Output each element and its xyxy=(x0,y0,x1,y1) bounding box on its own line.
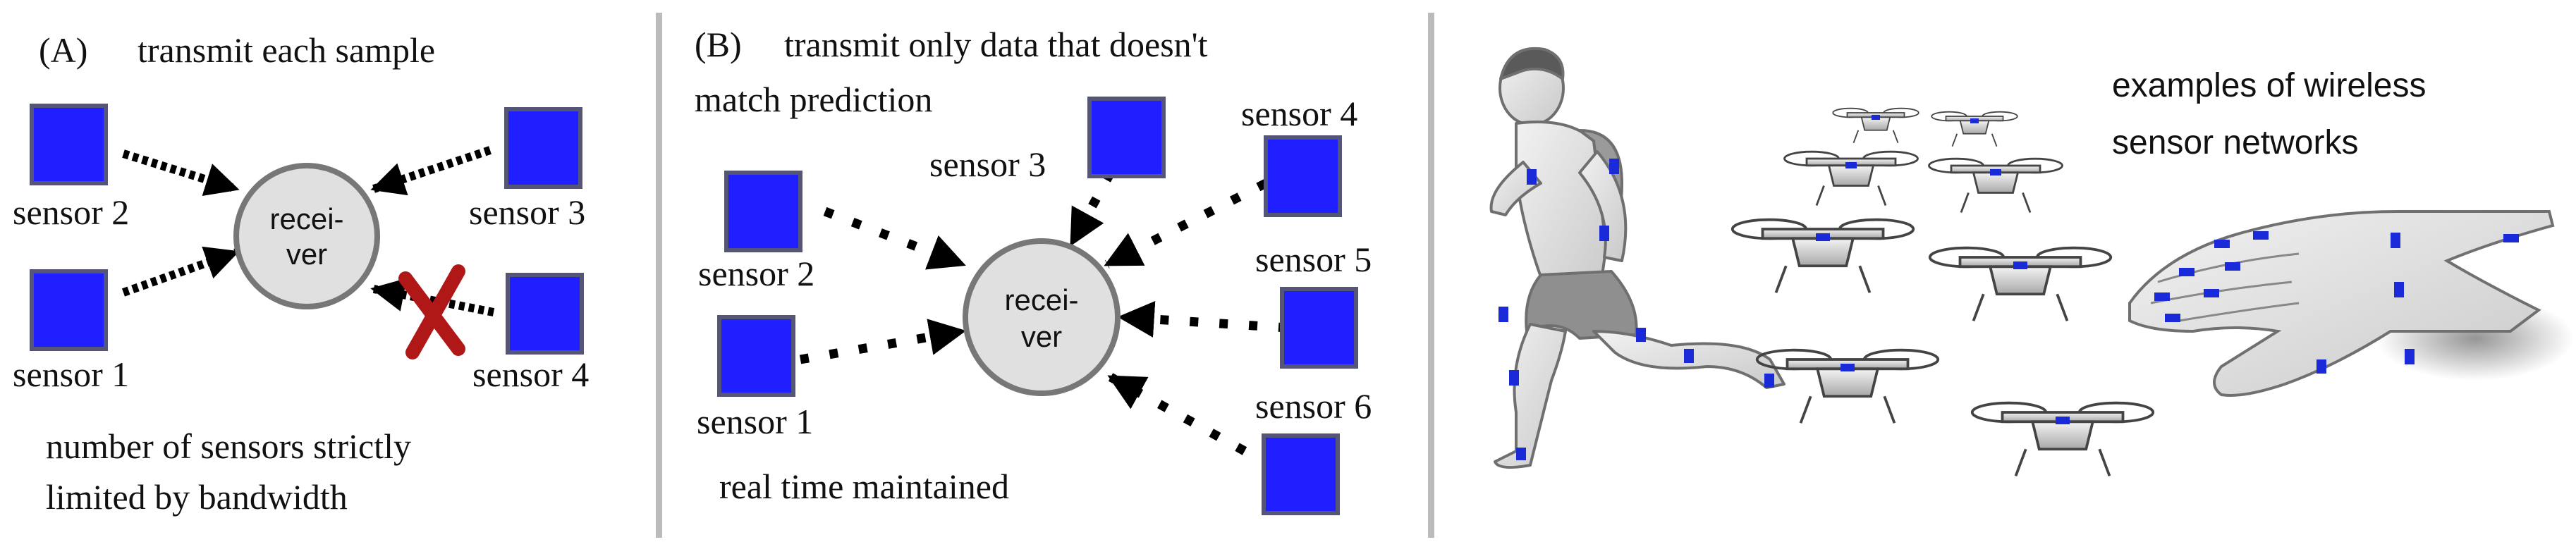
panel-c-caption-line1: examples of wireless xyxy=(2112,67,2427,104)
sensor-tag xyxy=(1816,233,1830,241)
blocked-x-icon xyxy=(398,264,465,359)
sensor-4-label: sensor 4 xyxy=(472,355,589,394)
sensor-tag xyxy=(2394,282,2404,297)
panel-c-caption-line2: sensor networks xyxy=(2112,124,2358,161)
receiver-label-line2: ver xyxy=(286,238,327,271)
sensor-tag xyxy=(1872,115,1880,120)
sensor-b-5-label: sensor 5 xyxy=(1255,240,1372,279)
arrow-b-sensor6-to-receiver xyxy=(1107,373,1247,455)
runner-shorts xyxy=(1525,270,1638,340)
sensor-tag xyxy=(2204,289,2219,297)
sensor-tag xyxy=(2154,293,2170,301)
sensor-tag xyxy=(1990,169,2001,176)
panel-divider-2 xyxy=(1428,13,1434,538)
sensor-tag xyxy=(1509,370,1519,386)
sensor-tag xyxy=(1636,328,1646,342)
drone-6 xyxy=(1928,246,2113,321)
sensor-tag xyxy=(2214,240,2230,248)
sensor-tag xyxy=(1516,448,1526,460)
panel-b-caption: real time maintained xyxy=(719,467,1009,506)
sensor-b-3-label: sensor 3 xyxy=(929,144,1046,184)
sensor-tag xyxy=(1684,349,1694,363)
sensor-tag xyxy=(1764,374,1774,388)
panel-a-caption-line2: limited by bandwidth xyxy=(46,477,348,517)
runner-hair xyxy=(1499,47,1565,80)
panel-b-label: (B) xyxy=(695,25,742,64)
drone-3 xyxy=(1783,150,1919,206)
receiver-b-node xyxy=(963,238,1121,396)
receiver-label-line1: recei- xyxy=(269,202,343,235)
sensor-b-2-label: sensor 2 xyxy=(698,254,814,293)
arrow-sensor1-to-receiver xyxy=(121,246,240,297)
sensor-1-node xyxy=(30,269,108,351)
sensor-tag xyxy=(1527,169,1537,185)
sensor-tag xyxy=(1970,118,1979,123)
sensor-b-4-node xyxy=(1264,135,1342,217)
drone-4 xyxy=(1928,157,2063,213)
sensor-tag xyxy=(2056,417,2070,424)
arrow-sensor3-to-receiver xyxy=(370,146,492,196)
drone-7 xyxy=(1755,348,1940,424)
sensor-tag xyxy=(1845,162,1857,168)
sensor-tag xyxy=(1841,364,1855,371)
arrow-b-sensor1-to-receiver xyxy=(799,319,967,364)
drone-2 xyxy=(1931,111,2018,147)
drone-swarm-illustration xyxy=(1730,107,2155,476)
sensor-3-node xyxy=(504,107,582,189)
sensor-2-node xyxy=(30,104,108,185)
sensor-tag xyxy=(2391,233,2400,248)
sensor-b-3-node xyxy=(1087,97,1166,178)
drone-8 xyxy=(1970,401,2155,476)
arrow-b-sensor2-to-receiver xyxy=(823,207,966,270)
sensor-2-label: sensor 2 xyxy=(13,192,129,232)
arrow-sensor4-to-receiver-blocked xyxy=(370,278,495,316)
receiver-b-label-line2: ver xyxy=(1021,320,1062,353)
sensor-1-label: sensor 1 xyxy=(13,355,129,394)
sensor-tag xyxy=(2225,262,2240,271)
arrow-b-sensor3-to-receiver xyxy=(1068,170,1115,247)
sensor-4-node xyxy=(506,273,584,355)
panel-a-label: (A) xyxy=(39,30,87,70)
sensor-tag xyxy=(2165,314,2180,322)
panel-b-title-line2: match prediction xyxy=(695,80,932,119)
arrow-sensor2-to-receiver xyxy=(122,149,240,197)
sensor-tag xyxy=(1599,226,1609,241)
sensor-b-1-node xyxy=(717,315,795,397)
drone-1 xyxy=(1832,107,1919,144)
panel-a-title: transmit each sample xyxy=(138,30,435,70)
panel-b: (B) transmit only data that doesn't matc… xyxy=(695,25,1372,515)
runner-leg-front xyxy=(1494,323,1567,469)
sensor-tag xyxy=(2316,359,2326,374)
sensor-b-6-label: sensor 6 xyxy=(1255,386,1372,426)
panel-a: (A) transmit each sample recei- ver sens… xyxy=(13,30,589,517)
sensor-tag xyxy=(2405,349,2415,364)
sensor-b-5-node xyxy=(1280,287,1358,369)
receiver-b-label-line1: recei- xyxy=(1004,283,1078,316)
hand-shape xyxy=(2128,209,2555,397)
sensor-tag xyxy=(2179,268,2195,276)
sensor-tag xyxy=(2013,261,2027,269)
sensor-b-4-label: sensor 4 xyxy=(1241,94,1357,133)
receiver-node xyxy=(233,163,380,309)
sensor-b-6-node xyxy=(1262,433,1340,515)
drone-5 xyxy=(1730,218,1915,293)
sensor-tag xyxy=(2503,234,2519,242)
arrow-b-sensor5-to-receiver xyxy=(1117,301,1288,338)
arrow-b-sensor4-to-receiver xyxy=(1104,179,1268,269)
sensor-b-2-node xyxy=(724,171,802,252)
runner-arm-front xyxy=(1578,150,1628,262)
panel-c: examples of wireless sensor networks xyxy=(1489,47,2574,476)
sensor-tag xyxy=(1609,159,1619,174)
sensor-b-1-label: sensor 1 xyxy=(697,402,813,441)
panel-b-title-line1: transmit only data that doesn't xyxy=(784,25,1208,64)
running-person-illustration xyxy=(1489,47,1786,469)
sensor-tag xyxy=(2253,231,2269,240)
panel-a-caption-line1: number of sensors strictly xyxy=(46,426,411,466)
panel-divider-1 xyxy=(656,13,662,538)
sensor-tags xyxy=(1498,115,2519,460)
sensor-tag xyxy=(1498,307,1508,322)
sensor-3-label: sensor 3 xyxy=(469,192,585,232)
hand-illustration xyxy=(2128,209,2574,397)
